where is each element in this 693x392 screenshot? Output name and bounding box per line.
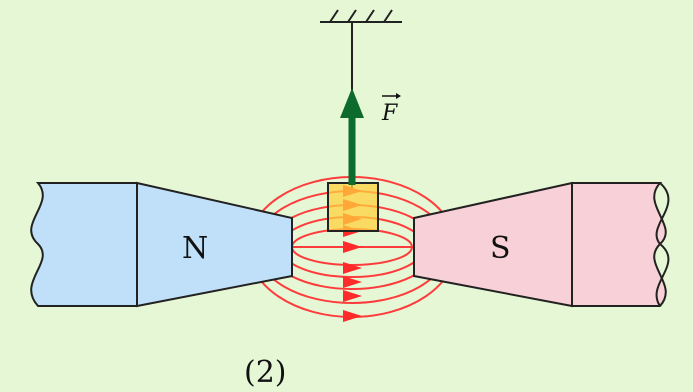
south-magnet — [413, 181, 670, 308]
north-magnet — [30, 181, 293, 308]
current-conductor — [327, 182, 379, 232]
force-arrow — [340, 88, 364, 185]
figure-caption: (2) — [244, 355, 287, 390]
north-pole-label: N — [182, 231, 208, 266]
south-pole-label: S — [490, 231, 511, 266]
force-vector-mark-head — [396, 93, 401, 99]
force-label: F — [381, 101, 398, 126]
ceiling-support — [320, 9, 402, 23]
